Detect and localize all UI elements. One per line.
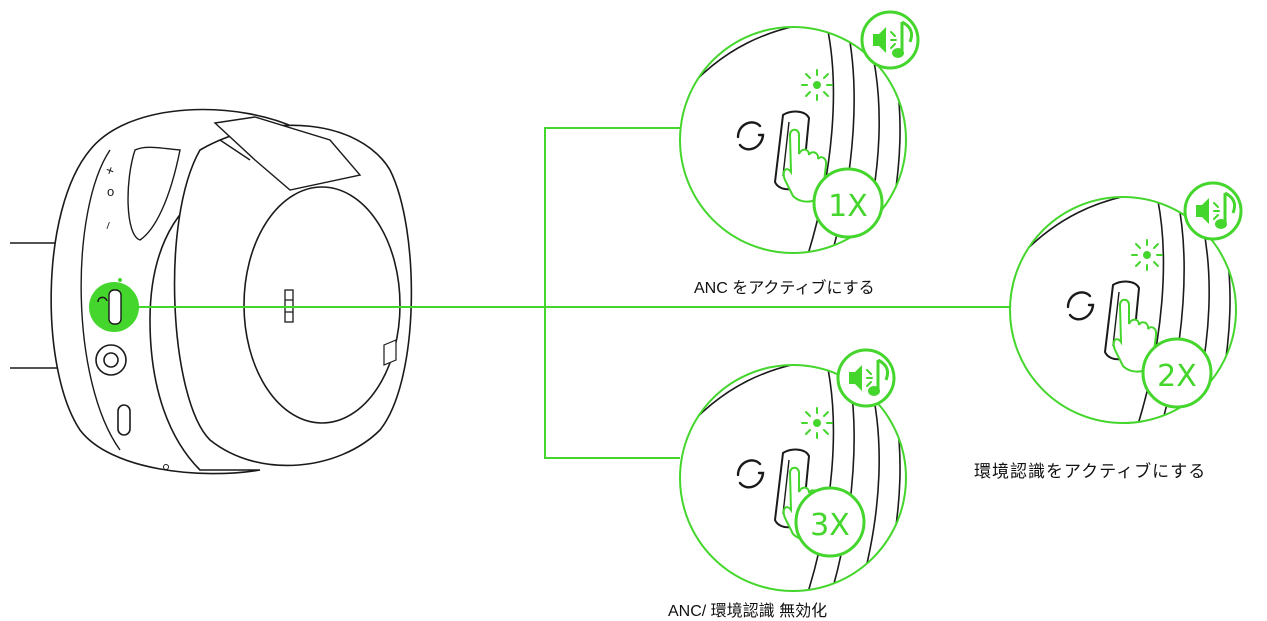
caption-ambient-on: 環境認識をアクティブにする bbox=[974, 462, 1207, 482]
caption-all-off: ANC/ 環境認識 無効化 bbox=[668, 603, 828, 620]
press-count-1x: 1X bbox=[828, 189, 868, 224]
sound-note-icon bbox=[836, 348, 896, 408]
caption-anc-on: ANC をアクティブにする bbox=[694, 280, 875, 297]
zoom-step-1: 1X bbox=[679, 10, 920, 254]
press-count-3x: 3X bbox=[810, 508, 850, 543]
press-count-badge-2 bbox=[1141, 337, 1213, 409]
sound-note-icon bbox=[860, 10, 920, 70]
volume-center-label: o bbox=[107, 184, 114, 199]
press-count-badge-1 bbox=[812, 167, 884, 239]
connector-lines bbox=[130, 127, 1010, 459]
zoom-step-3: 3X bbox=[679, 348, 907, 592]
zoom-step-2: 2X bbox=[1009, 181, 1243, 424]
press-count-2x: 2X bbox=[1157, 359, 1197, 394]
anc-button-highlight bbox=[89, 278, 139, 332]
headset-illustration: + o – bbox=[10, 108, 413, 475]
sound-note-icon bbox=[1183, 181, 1243, 241]
press-count-badge-3 bbox=[794, 486, 866, 558]
